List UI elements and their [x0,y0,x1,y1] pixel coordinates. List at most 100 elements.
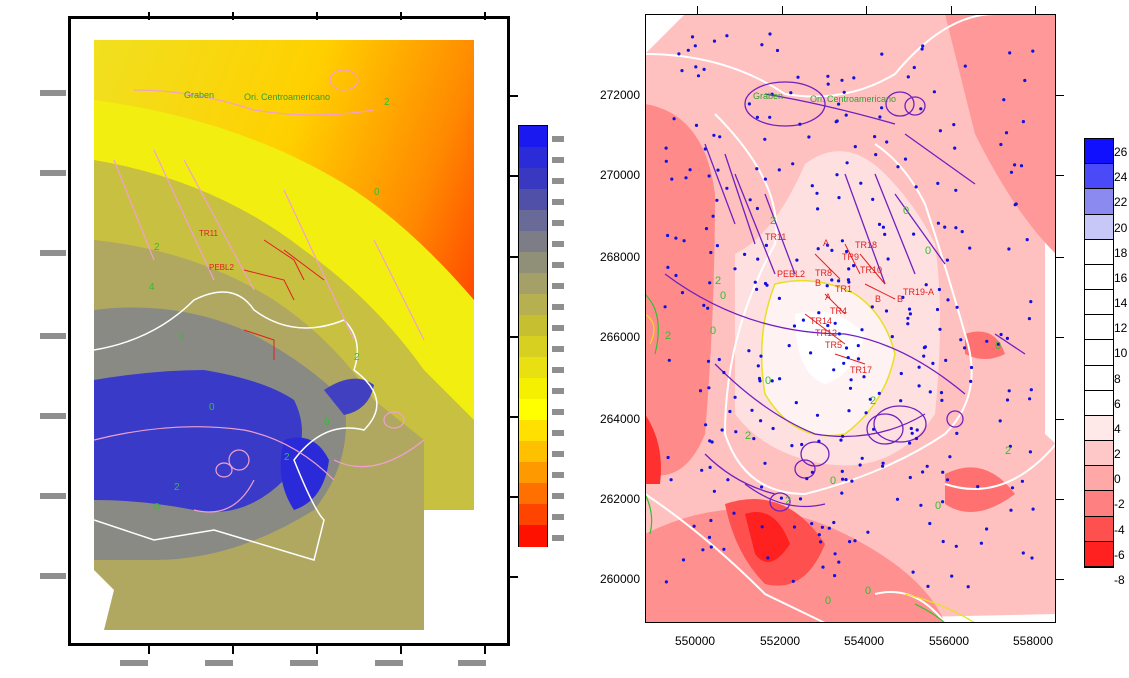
station-dot [907,307,912,311]
station-dot [931,361,935,365]
station-dot [686,48,690,52]
station-dot [815,191,819,195]
left-colorbar-label-smudge [552,366,564,373]
left-colorbar-label-smudge [552,471,564,478]
left-pebl2-label: PEBL2 [209,263,234,272]
right-pebl2-label: PEBL2 [777,269,805,279]
station-dot [677,52,681,56]
right-legend-tick-label: 16 [1114,270,1128,285]
station-dot [666,455,670,460]
left-top-tick [232,12,234,20]
station-dot [873,135,877,139]
station-dot [680,291,685,295]
station-dot [734,430,738,434]
station-dot [1031,49,1035,53]
left-y-tick-smudge [40,493,66,499]
right-legend-tick-label: -6 [1114,547,1125,562]
station-dot [684,176,688,180]
left-top-tick [148,12,150,20]
left-x-tick-smudge [375,660,403,666]
station-dot [985,527,989,531]
station-dot [914,185,918,189]
right-y-tick-label: 268000 [599,250,640,264]
station-dot [680,69,684,73]
left-heatmap: 20 24 00 02 20 2 Graben Ori. Centroameri… [94,40,474,630]
right-tr9-label: TR9 [842,252,859,262]
station-dot [700,468,704,472]
station-dot [715,244,719,248]
left-right-tick [510,256,518,258]
left-colorbar-label-smudge [552,177,564,184]
right-legend-tick-label: 26 [1114,145,1128,159]
green-contour-label: 2 [770,215,776,227]
station-dot [864,411,868,415]
green-contour-label: 2 [1005,445,1011,457]
station-dot [938,327,942,331]
green-contour-label: 0 [830,475,836,487]
right-y-tick-label: 260000 [599,572,640,586]
station-dot [1019,164,1024,168]
right-tr18-label: TR18 [855,240,877,250]
station-dot [712,133,716,137]
station-dot [966,585,970,589]
station-dot [755,115,759,119]
right-y-tick-mark [1056,579,1064,580]
green-contour-label: 0 [935,500,941,512]
station-dot [840,469,844,473]
right-legend-tick-label: 14 [1114,296,1128,311]
station-dot [696,74,701,78]
station-dot [866,530,870,534]
station-dot [1021,120,1025,124]
left-y-tick-smudge [40,250,66,256]
station-dot [830,278,834,282]
station-dot [1005,336,1009,340]
station-dot [752,437,756,441]
right-tr17-label: TR17 [850,365,872,375]
station-dot [1007,389,1011,393]
station-dot [669,478,673,482]
station-dot [881,461,885,465]
left-colorbar-swatch [519,504,547,526]
svg-text:0: 0 [374,187,380,198]
left-colorbar-swatch [519,189,547,211]
station-dot [859,181,863,185]
station-dot [816,207,820,211]
right-legend-tick-label: 6 [1114,396,1121,411]
station-dot [943,225,947,229]
station-dot [715,198,719,202]
station-dot [848,540,852,544]
left-right-tick [510,496,518,498]
station-dot [711,214,715,218]
station-dot [810,184,814,188]
station-dot [815,413,820,417]
station-dot [917,365,921,369]
station-dot [839,438,843,442]
station-dot [753,280,757,284]
right-y-tick-mark [1056,175,1064,176]
station-dot [908,475,912,480]
left-y-tick-smudge [40,573,66,579]
station-dot [846,356,850,360]
station-dot [826,82,830,86]
left-colorbar-label-smudge [552,198,564,205]
left-colorbar-label-smudge [552,240,564,247]
left-colorbar-swatch [519,357,547,379]
right-legend-tick-label: -8 [1114,573,1125,587]
station-dot [847,280,851,284]
left-colorbar-swatch [519,462,547,484]
svg-text:0: 0 [154,502,160,513]
station-dot [852,76,856,80]
right-legend-tick-label: 20 [1114,220,1128,235]
station-dot [871,197,875,201]
station-dot [756,364,760,368]
station-dot [760,525,764,529]
station-dot [663,305,667,309]
station-dot [795,258,799,262]
station-dot [890,335,894,339]
station-dot [915,428,919,432]
station-dot [955,305,959,309]
station-dot [768,32,772,36]
left-tr11-label: TR11 [199,229,219,238]
left-bottom-tick [484,646,486,654]
station-dot [1010,486,1015,490]
